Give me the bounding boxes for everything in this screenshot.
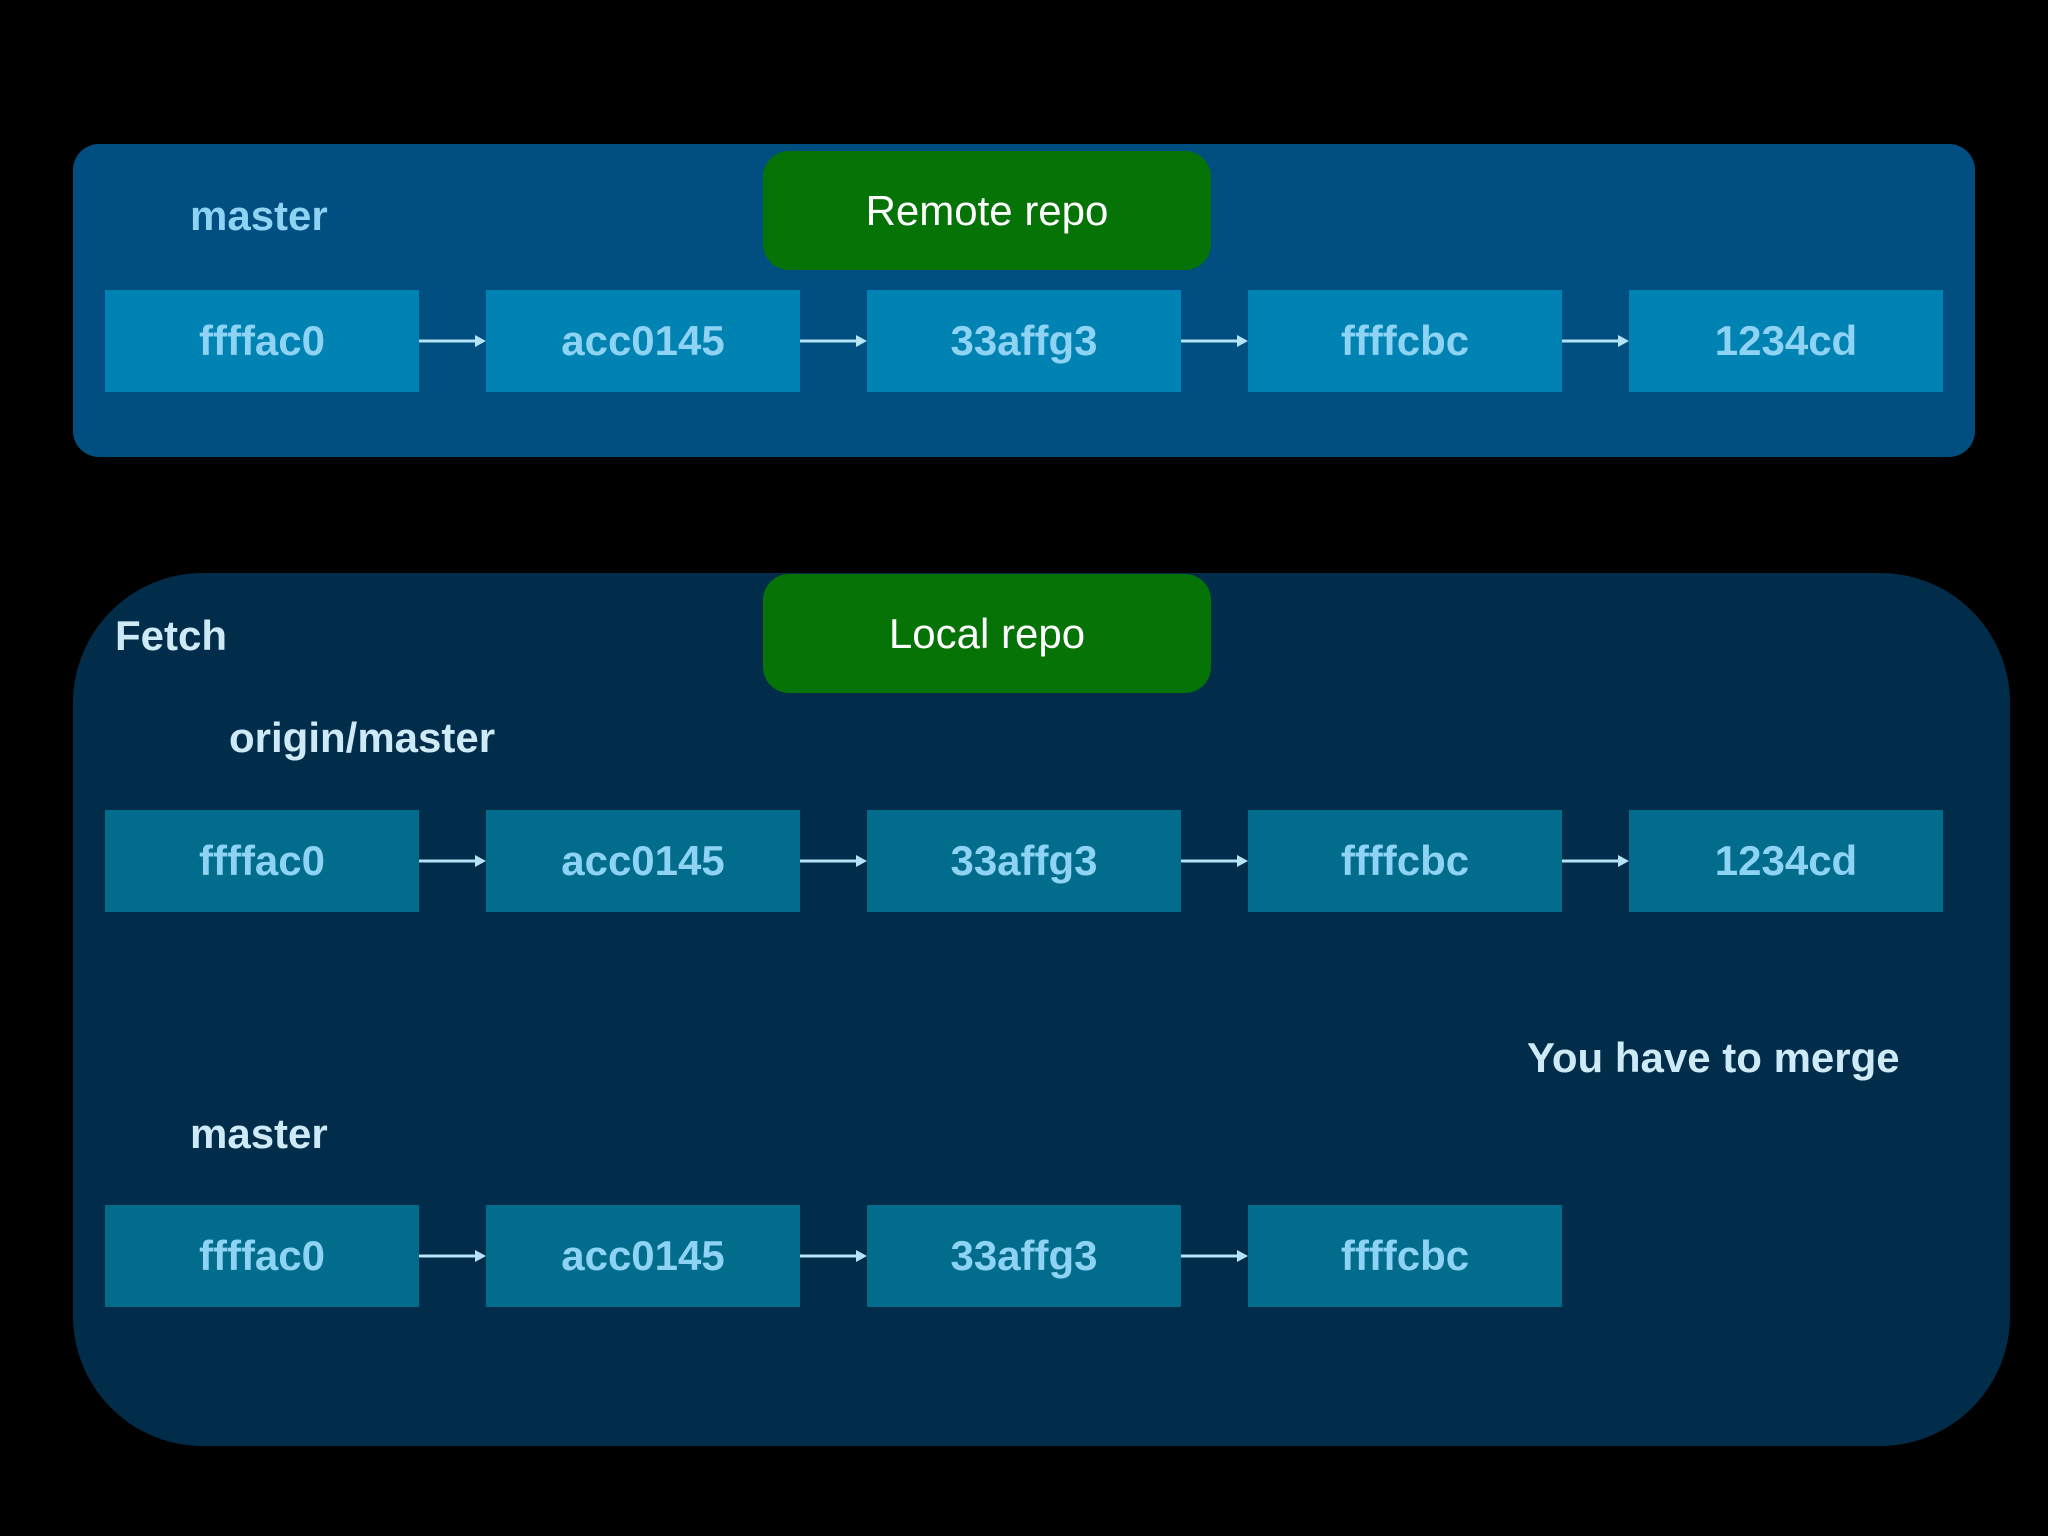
commit-node: 1234cd [1629,810,1943,912]
commit-node: acc0145 [486,810,800,912]
arrow-right-icon [800,335,867,347]
arrow-right-icon [419,1250,486,1262]
arrow-right-icon [419,335,486,347]
commit-node: ffffcbc [1248,1205,1562,1307]
commit-node: ffffac0 [105,1205,419,1307]
commit-node: 1234cd [1629,290,1943,392]
origin-master-commit-chain: ffffac0 acc0145 33affg3 ffffcbc 1234cd [105,810,1945,912]
commit-node: acc0145 [486,290,800,392]
remote-repo-title: Remote repo [763,151,1211,270]
arrow-right-icon [1181,855,1248,867]
arrow-right-icon [1562,855,1629,867]
commit-node: 33affg3 [867,290,1181,392]
remote-commit-chain: ffffac0 acc0145 33affg3 ffffcbc 1234cd [105,290,1945,392]
local-repo-title: Local repo [763,574,1211,693]
arrow-right-icon [1181,1250,1248,1262]
local-master-commit-chain: ffffac0 acc0145 33affg3 ffffcbc [105,1205,1945,1307]
commit-node: ffffac0 [105,810,419,912]
arrow-right-icon [800,1250,867,1262]
origin-master-branch-label: origin/master [229,714,496,761]
commit-node: ffffcbc [1248,290,1562,392]
local-repo-panel [73,573,2010,1446]
arrow-right-icon [800,855,867,867]
merge-note: You have to merge [1527,1034,1900,1081]
arrow-right-icon [1181,335,1248,347]
arrow-right-icon [419,855,486,867]
commit-node: acc0145 [486,1205,800,1307]
fetch-action-label: Fetch [115,612,228,659]
remote-master-branch-label: master [190,192,328,239]
commit-node: ffffcbc [1248,810,1562,912]
commit-node: 33affg3 [867,1205,1181,1307]
arrow-right-icon [1562,335,1629,347]
commit-node: ffffac0 [105,290,419,392]
local-master-branch-label: master [190,1110,328,1157]
commit-node: 33affg3 [867,810,1181,912]
